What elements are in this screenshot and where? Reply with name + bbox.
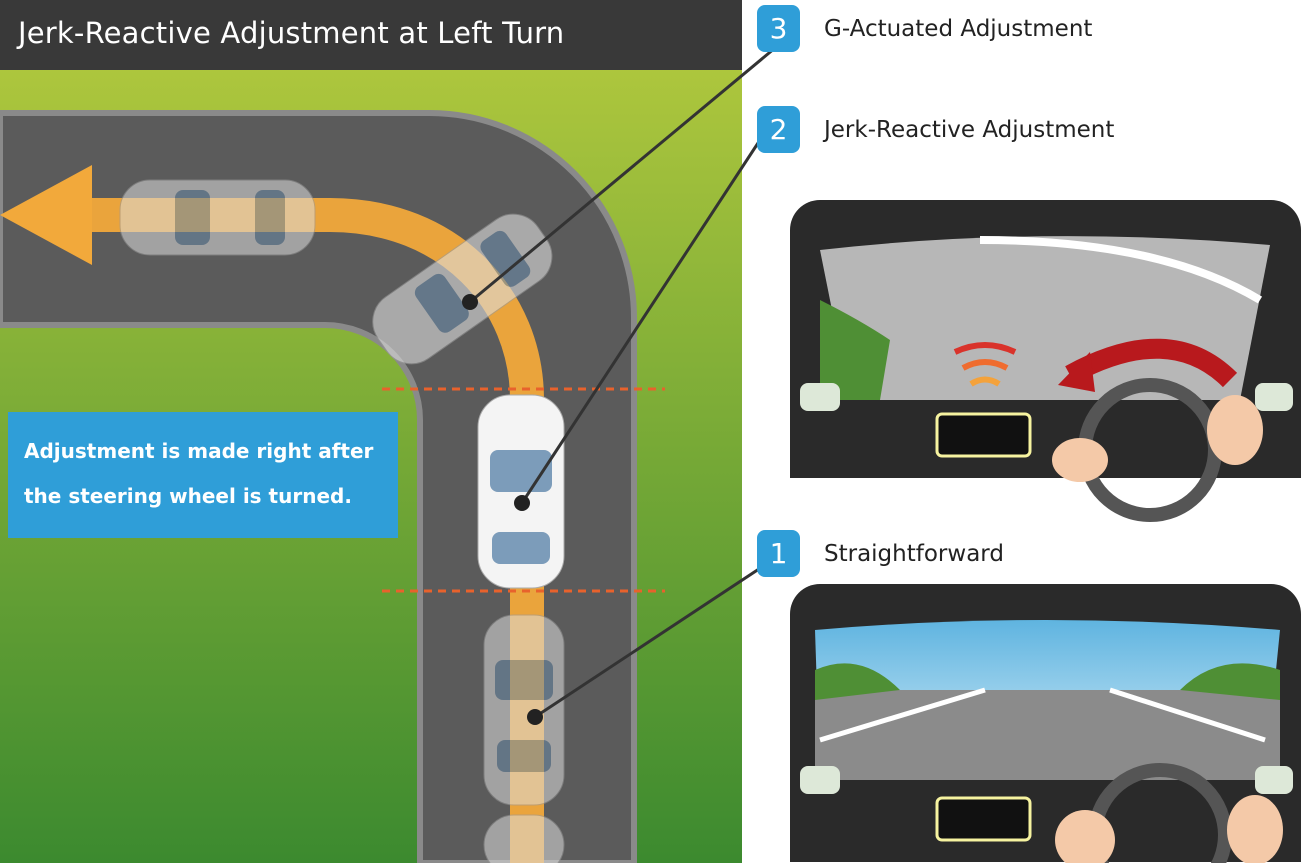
diagram-title: Jerk-Reactive Adjustment at Left Turn	[18, 16, 565, 50]
car-turning-ghost	[372, 213, 553, 365]
path-arrowhead	[0, 165, 92, 265]
step-3: 3 G-Actuated Adjustment	[757, 5, 1092, 52]
callout-lines	[469, 46, 776, 719]
car-straight-ghost	[483, 614, 565, 863]
car-main	[477, 394, 565, 589]
step-label-3: G-Actuated Adjustment	[824, 15, 1093, 42]
driver-view-straight	[790, 584, 1301, 863]
info-box: Adjustment is made right after the steer…	[8, 412, 398, 538]
title-bar: Jerk-Reactive Adjustment at Left Turn	[0, 0, 742, 70]
info-line-2: the steering wheel is turned.	[24, 484, 352, 508]
callout-dot-2	[514, 495, 530, 511]
step-badge-3: 3	[757, 5, 800, 52]
callout-dot-1	[527, 709, 543, 725]
step-2: 2 Jerk-Reactive Adjustment	[757, 106, 1114, 153]
car-left-ghost	[119, 179, 316, 256]
step-badge-1: 1	[757, 530, 800, 577]
info-line-1: Adjustment is made right after	[24, 439, 374, 463]
step-badge-2: 2	[757, 106, 800, 153]
step-label-1: Straightforward	[824, 540, 1004, 567]
driver-view-turning	[790, 200, 1301, 522]
step-1: 1 Straightforward	[757, 530, 1004, 577]
callout-dot-3	[462, 294, 478, 310]
step-label-2: Jerk-Reactive Adjustment	[824, 116, 1115, 143]
